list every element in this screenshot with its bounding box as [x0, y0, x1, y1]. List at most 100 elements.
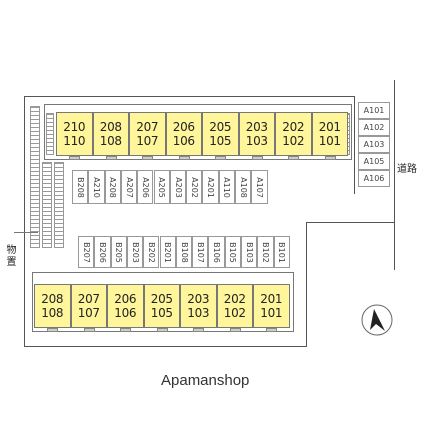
- lot-boundary-step: [306, 222, 394, 223]
- parking-space-label: B205: [114, 241, 124, 263]
- building-a-entrance-marker: [288, 156, 300, 160]
- parking-a-space: A207: [120, 170, 138, 204]
- parking-b-space: B203: [126, 236, 144, 268]
- building-a-entrance-marker: [69, 156, 81, 160]
- parking-a-space: A108: [235, 170, 252, 204]
- building-a-stairs: [46, 113, 54, 155]
- parking-b-space: B103: [241, 236, 258, 268]
- building-a-entrance-marker: [324, 156, 336, 160]
- storage-shed-strip: [30, 106, 40, 248]
- storage-label: 物置: [4, 244, 15, 268]
- parking-space-label: B206: [97, 241, 107, 263]
- unit-number-upper: 207: [136, 120, 159, 134]
- parking-a-space: A203: [169, 170, 187, 204]
- parking-space-label: A110: [222, 176, 232, 198]
- parking-space-label: B102: [260, 241, 270, 263]
- unit-number-upper: 201: [318, 120, 341, 134]
- unit-number-lower: 110: [63, 134, 86, 148]
- parking-b-space: B102: [257, 236, 274, 268]
- north-arrow-icon: [361, 304, 393, 336]
- brand-logo-text: Apamanshop: [161, 372, 250, 389]
- lot-boundary-left: [24, 96, 25, 346]
- parking-a-space: A107: [251, 170, 268, 204]
- parking-b-space: B105: [224, 236, 241, 268]
- parking-right-space: A102: [358, 119, 390, 136]
- unit-number-upper: 206: [114, 292, 137, 306]
- building-b-entrance-marker: [156, 328, 168, 332]
- parking-space-label: A207: [124, 176, 134, 198]
- parking-b-space: B101: [273, 236, 290, 268]
- unit-number-upper: 210: [63, 120, 86, 134]
- unit-number-upper: 205: [209, 120, 232, 134]
- unit-number-lower: 102: [282, 134, 305, 148]
- lot-boundary-right-upper: [354, 96, 355, 194]
- unit-number-lower: 103: [245, 134, 268, 148]
- parking-space-label: A201: [206, 176, 216, 198]
- parking-b-space: B206: [94, 236, 111, 268]
- unit-number-upper: 208: [41, 292, 64, 306]
- parking-a-space: A201: [202, 170, 219, 204]
- parking-b-space: B107: [192, 236, 209, 268]
- parking-space-label: A205: [157, 176, 167, 198]
- parking-space-label: A108: [238, 176, 248, 198]
- parking-a-space: A202: [186, 170, 203, 204]
- unit-number-upper: 208: [99, 120, 122, 134]
- building-a-entrance-marker: [178, 156, 190, 160]
- parking-space-label: B105: [228, 241, 238, 263]
- unit-number-lower: 102: [223, 306, 246, 320]
- parking-a-space: A208: [104, 170, 121, 204]
- unit-number-lower: 105: [209, 134, 232, 148]
- road-label: 道路: [397, 164, 417, 175]
- parking-a-space: A206: [137, 170, 154, 204]
- parking-space-label: B101: [277, 241, 287, 263]
- building-a-entrance-marker: [105, 156, 117, 160]
- parking-space-label: B108: [179, 241, 189, 263]
- parking-right-space: A105: [358, 153, 390, 170]
- lot-boundary-top: [24, 96, 354, 97]
- unit-number-lower: 101: [318, 134, 341, 148]
- parking-a-space: A205: [153, 170, 170, 204]
- parking-b-space: B106: [208, 236, 225, 268]
- parking-space-label: A107: [254, 176, 264, 198]
- parking-b-space: B207: [78, 236, 95, 268]
- parking-a-space: A110: [218, 170, 235, 204]
- unit-number-upper: 203: [245, 120, 268, 134]
- parking-space-label: A202: [189, 176, 199, 198]
- parking-b-space: B108: [175, 236, 193, 268]
- unit-number-lower: 101: [260, 306, 283, 320]
- parking-space-label: B201: [163, 241, 173, 263]
- parking-right-space: A106: [358, 170, 390, 187]
- building-b-entrance-marker: [193, 328, 205, 332]
- building-b-entrance-marker: [229, 328, 241, 332]
- parking-b-space: B201: [159, 236, 176, 268]
- parking-a-space: B208: [72, 170, 89, 204]
- unit-number-lower: 107: [77, 306, 100, 320]
- lot-boundary-inner-right: [306, 222, 307, 347]
- parking-space-label: A206: [140, 176, 150, 198]
- parking-space-label: B203: [130, 241, 140, 263]
- building-b-entrance-marker: [83, 328, 95, 332]
- parking-space-label: B106: [212, 241, 222, 263]
- unit-number-lower: 108: [41, 306, 64, 320]
- parking-space-label: B207: [81, 241, 91, 263]
- parking-space-label: A203: [173, 176, 183, 198]
- unit-number-upper: 202: [282, 120, 305, 134]
- parking-space-label: B107: [195, 241, 205, 263]
- building-a-entrance-marker: [251, 156, 263, 160]
- unit-number-upper: 206: [172, 120, 195, 134]
- parking-b-space: B205: [110, 236, 127, 268]
- lot-boundary-bottom: [24, 346, 307, 347]
- unit-number-upper: 203: [187, 292, 210, 306]
- parking-space-label: A210: [91, 176, 101, 198]
